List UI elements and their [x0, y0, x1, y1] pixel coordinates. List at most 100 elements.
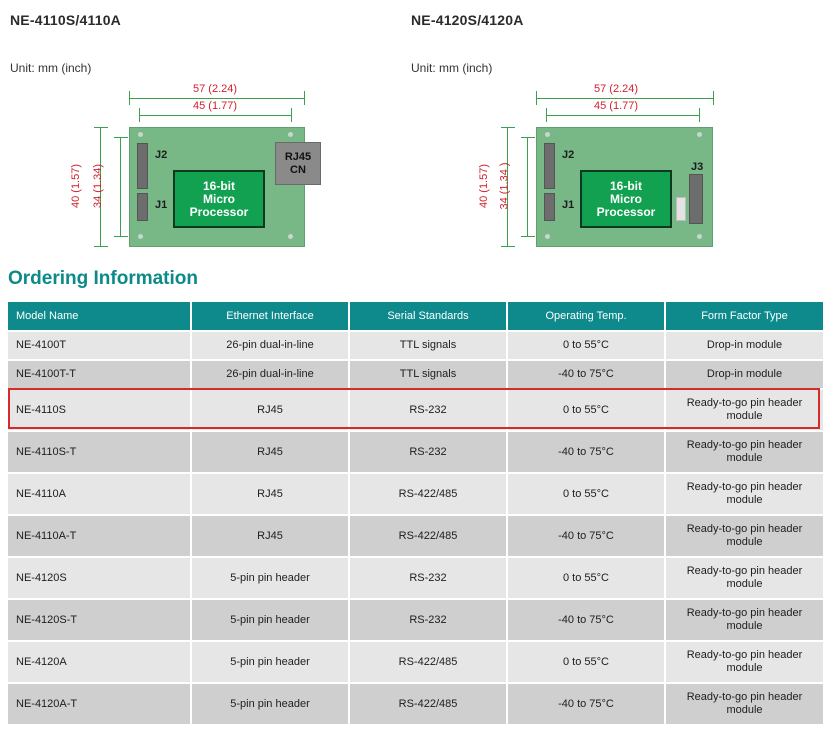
inner-height-tick-top [114, 137, 128, 138]
outer-width-tick-left [536, 91, 537, 105]
cell-form-factor: Ready-to-go pin header module [665, 598, 823, 641]
cell-model: NE-4110S-T [8, 430, 192, 473]
table-row: NE-4110A RJ45 RS-422/485 0 to 55°C Ready… [8, 472, 823, 515]
table-row: NE-4100T-T 26-pin dual-in-line TTL signa… [8, 359, 823, 389]
table-row: NE-4110A-T RJ45 RS-422/485 -40 to 75°C R… [8, 514, 823, 557]
cell-temp: 0 to 55°C [507, 330, 666, 360]
cell-ethernet: 5-pin pin header [191, 598, 350, 641]
outer-height-tick-bottom [94, 246, 108, 247]
outer-height-tick-bottom [501, 246, 515, 247]
outer-width-tick-left [129, 91, 130, 105]
cell-ethernet: 5-pin pin header [191, 556, 350, 599]
cell-ethernet: RJ45 [191, 472, 350, 515]
inner-height-tick-top [521, 137, 535, 138]
cell-model: NE-4120S [8, 556, 192, 599]
outer-width-line [130, 98, 304, 99]
mount-hole [288, 234, 293, 239]
cell-ethernet: 5-pin pin header [191, 640, 350, 683]
dimension-panel-4120: NE-4120S/4120A Unit: mm (inch) 57 (2.24)… [410, 0, 820, 262]
j3-light-pad [676, 197, 686, 221]
inner-width-dim: 45 (1.77) [193, 100, 238, 112]
cell-temp: -40 to 75°C [507, 359, 666, 389]
table-row: NE-4100T 26-pin dual-in-line TTL signals… [8, 330, 823, 360]
dimension-panel-4110: NE-4110S/4110A Unit: mm (inch) 57 (2.24)… [0, 0, 410, 262]
j2-connector [137, 143, 148, 189]
cell-temp: 0 to 55°C [507, 472, 666, 515]
inner-height-dim: 34 (1.34) [92, 163, 105, 209]
inner-height-line [527, 137, 528, 236]
chip-line-1: 16-bit [609, 178, 642, 193]
j3-connector [689, 174, 703, 224]
microprocessor-chip: 16-bit Micro Processor [580, 170, 672, 228]
outer-height-tick-top [501, 127, 515, 128]
cell-form-factor: Ready-to-go pin header module [665, 472, 823, 515]
j1-label: J1 [562, 199, 575, 211]
section-title: Ordering Information [8, 268, 198, 289]
outer-width-dim: 57 (2.24) [193, 83, 238, 95]
cell-serial: RS-232 [349, 556, 508, 599]
inner-height-tick-bottom [521, 236, 535, 237]
outer-height-dim: 40 (1.57) [478, 163, 491, 209]
cell-form-factor: Drop-in module [665, 359, 823, 389]
cell-model: NE-4100T [8, 330, 192, 360]
inner-height-dim: 34 (1.34 ) [498, 162, 511, 210]
cell-model: NE-4120A [8, 640, 192, 683]
table-row: NE-4110S-T RJ45 RS-232 -40 to 75°C Ready… [8, 430, 823, 473]
rj45-line-2: CN [290, 163, 306, 176]
mount-hole [697, 234, 702, 239]
column-header-form-factor: Form Factor Type [665, 302, 823, 331]
cell-form-factor: Ready-to-go pin header module [665, 682, 823, 724]
unit-label: Unit: mm (inch) [10, 61, 92, 75]
cell-serial: RS-422/485 [349, 640, 508, 683]
inner-height-line [120, 137, 121, 236]
rj45-line-1: RJ45 [284, 150, 312, 163]
inner-width-tick-left [546, 108, 547, 122]
table-row: NE-4120S 5-pin pin header RS-232 0 to 55… [8, 556, 823, 599]
cell-form-factor: Ready-to-go pin header module [665, 640, 823, 683]
cell-ethernet: 26-pin dual-in-line [191, 359, 350, 389]
column-header-model: Model Name [8, 302, 192, 331]
cell-serial: RS-232 [349, 388, 508, 431]
chip-line-2: Micro [609, 191, 642, 206]
cell-model: NE-4100T-T [8, 359, 192, 389]
cell-ethernet: RJ45 [191, 388, 350, 431]
cell-serial: RS-232 [349, 598, 508, 641]
inner-width-tick-right [291, 108, 292, 122]
column-header-serial: Serial Standards [349, 302, 508, 331]
table-header-row: Model Name Ethernet Interface Serial Sta… [8, 302, 823, 331]
cell-temp: 0 to 55°C [507, 640, 666, 683]
cell-model: NE-4120S-T [8, 598, 192, 641]
inner-width-tick-left [139, 108, 140, 122]
mount-hole [138, 234, 143, 239]
unit-label: Unit: mm (inch) [411, 61, 493, 75]
table-row: NE-4120S-T 5-pin pin header RS-232 -40 t… [8, 598, 823, 641]
cell-serial: RS-422/485 [349, 472, 508, 515]
mount-hole [697, 132, 702, 137]
ordering-table: Model Name Ethernet Interface Serial Sta… [8, 302, 823, 724]
mount-hole [545, 234, 550, 239]
chip-line-3: Processor [596, 204, 656, 219]
cell-temp: -40 to 75°C [507, 430, 666, 473]
cell-temp: 0 to 55°C [507, 388, 666, 431]
inner-width-dim: 45 (1.77) [594, 100, 639, 112]
inner-height-tick-bottom [114, 236, 128, 237]
table-row: NE-4120A 5-pin pin header RS-422/485 0 t… [8, 640, 823, 683]
column-header-ethernet: Ethernet Interface [191, 302, 350, 331]
cell-temp: 0 to 55°C [507, 556, 666, 599]
chip-line-2: Micro [202, 191, 235, 206]
j2-connector [544, 143, 555, 189]
cell-form-factor: Ready-to-go pin header module [665, 430, 823, 473]
cell-temp: -40 to 75°C [507, 682, 666, 724]
outer-height-tick-top [94, 127, 108, 128]
cell-temp: -40 to 75°C [507, 514, 666, 557]
cell-temp: -40 to 75°C [507, 598, 666, 641]
rj45-connector: RJ45 CN [275, 142, 321, 185]
cell-model: NE-4110S [8, 388, 192, 431]
microprocessor-chip: 16-bit Micro Processor [173, 170, 265, 228]
cell-serial: RS-232 [349, 430, 508, 473]
cell-model: NE-4110A-T [8, 514, 192, 557]
cell-ethernet: RJ45 [191, 514, 350, 557]
cell-serial: RS-422/485 [349, 514, 508, 557]
table-row: NE-4120A-T 5-pin pin header RS-422/485 -… [8, 682, 823, 724]
panel-title: NE-4110S/4110A [10, 12, 121, 28]
